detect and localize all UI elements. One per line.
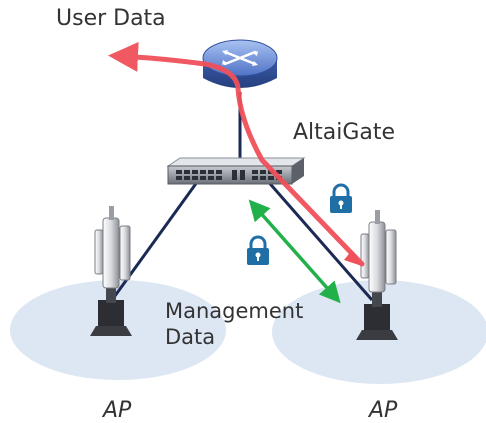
link-switch-ap-right <box>263 177 374 301</box>
management-data-arrow <box>248 199 341 304</box>
lock-icon <box>247 235 269 265</box>
switch-icon <box>166 157 306 185</box>
management-data-label: Management Data <box>165 298 303 350</box>
gateway-label: AltaiGate <box>293 120 396 145</box>
user-data-arrow-head-ap <box>344 250 362 266</box>
user-data-arrow <box>108 41 365 267</box>
access-point-icon <box>90 206 132 336</box>
user-data-label: User Data <box>56 6 166 31</box>
management-label-line1: Management <box>165 299 304 323</box>
access-point-icon <box>356 210 398 340</box>
ap-label-right: AP <box>369 398 398 423</box>
router-icon <box>202 39 278 88</box>
management-label-line2: Data <box>165 325 216 349</box>
ap-label-left: AP <box>103 398 132 423</box>
lock-icon <box>330 183 352 213</box>
